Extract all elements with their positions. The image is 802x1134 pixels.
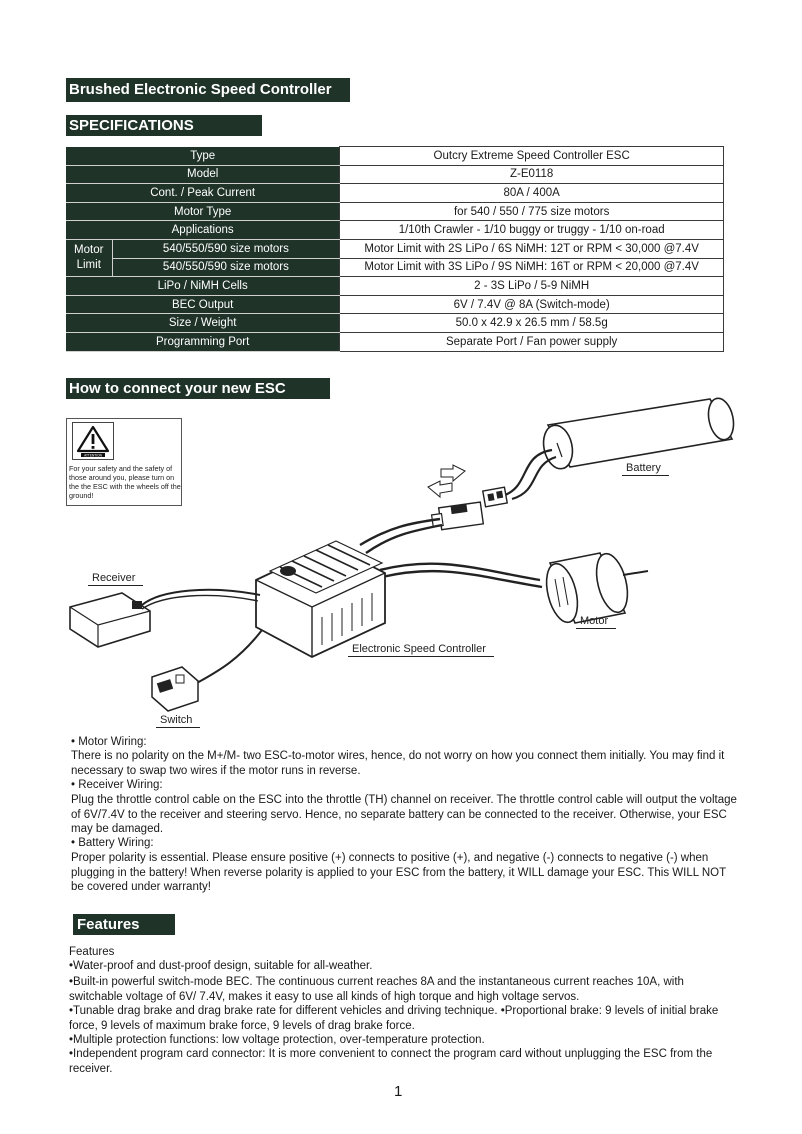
spec-value: 6V / 7.4V @ 8A (Switch-mode) [339, 294, 724, 315]
spec-value: Motor Limit with 2S LiPo / 6S NiMH: 12T … [339, 238, 724, 259]
specifications-table: Type Outcry Extreme Speed Controller ESC… [66, 146, 724, 352]
table-row: Model Z-E0118 [66, 164, 724, 185]
motor-limit-label-line2: Limit [76, 259, 101, 272]
spec-label: Programming Port [66, 332, 340, 352]
receiver-wiring-title: • Receiver Wiring: [71, 779, 163, 791]
specifications-heading: SPECIFICATIONS [66, 115, 262, 136]
connect-arrows [427, 464, 466, 499]
spec-label: 540/550/590 size motors [112, 258, 340, 278]
motor-limit-label-line1: Motor [74, 244, 104, 257]
table-row: Size / Weight 50.0 x 42.9 x 26.5 mm / 58… [66, 313, 724, 333]
page-number: 1 [394, 1083, 403, 1100]
esc-wiring-diagram [69, 397, 735, 712]
table-row: Applications 1/10th Crawler - 1/10 buggy… [66, 220, 724, 240]
safety-warning-box: ATTENTION For your safety and the safety… [66, 418, 182, 506]
spec-value: 50.0 x 42.9 x 26.5 mm / 58.5g [339, 313, 724, 333]
spec-label: Size / Weight [66, 313, 340, 333]
connect-heading: How to connect your new ESC [66, 378, 330, 399]
spec-label: Cont. / Peak Current [66, 183, 340, 203]
feature-item: •Built-in powerful switch-mode BEC. The … [69, 976, 684, 1003]
feature-item: •Multiple protection functions: low volt… [69, 1034, 485, 1046]
safety-warning-text: For your safety and the safety of those … [69, 464, 181, 500]
motor-label: Motor [576, 615, 617, 629]
table-row: LiPo / NiMH Cells 2 - 3S LiPo / 5-9 NiMH [66, 276, 724, 296]
motor-wiring-title: • Motor Wiring: [71, 736, 147, 748]
esc-illustration [255, 540, 386, 659]
battery-illustration [542, 397, 735, 470]
feature-item: •Tunable drag brake and drag brake rate … [69, 1005, 719, 1032]
table-row: Motor Limit 540/550/590 size motors Moto… [66, 238, 724, 278]
warning-triangle-icon: ATTENTION [76, 425, 110, 457]
spec-value: 2 - 3S LiPo / 5-9 NiMH [339, 276, 724, 296]
feature-item: •Independent program card connector: It … [69, 1048, 713, 1075]
table-row: Programming Port Separate Port / Fan pow… [66, 331, 724, 352]
table-row: 540/550/590 size motors Motor Limit with… [66, 257, 724, 278]
feature-item: •Water-proof and dust-proof design, suit… [69, 960, 373, 972]
motor-limit-group-label: Motor Limit [66, 239, 113, 278]
receiver-label: Receiver [88, 572, 144, 586]
battery-wiring-title: • Battery Wiring: [71, 837, 154, 849]
spec-value: Z-E0118 [339, 164, 724, 185]
features-banner: Features [73, 914, 175, 935]
battery-label: Battery [622, 462, 669, 476]
battery-connector [481, 486, 509, 508]
spec-label: Model [66, 165, 340, 185]
warning-icon-frame: ATTENTION [72, 422, 114, 460]
receiver-wiring-body: Plug the throttle control cable on the E… [71, 794, 737, 835]
spec-label: Applications [66, 220, 340, 240]
spec-value: Outcry Extreme Speed Controller ESC [339, 146, 724, 166]
switch-illustration [151, 666, 199, 712]
table-row: Type Outcry Extreme Speed Controller ESC [66, 146, 724, 166]
spec-label: 540/550/590 size motors [112, 239, 340, 259]
table-row: BEC Output 6V / 7.4V @ 8A (Switch-mode) [66, 294, 724, 315]
battery-wiring-body: Proper polarity is essential. Please ens… [71, 852, 726, 893]
warning-icon-caption: ATTENTION [84, 453, 103, 457]
spec-value: Motor Limit with 3S LiPo / 9S NiMH: 16T … [339, 257, 724, 278]
spec-label: LiPo / NiMH Cells [66, 276, 340, 296]
table-row: Cont. / Peak Current 80A / 400A [66, 183, 724, 203]
esc-label: Electronic Speed Controller [348, 643, 494, 657]
motor-illustration [545, 552, 649, 624]
switch-label: Switch [156, 714, 201, 728]
spec-value: Separate Port / Fan power supply [339, 331, 724, 352]
receiver-illustration [69, 592, 151, 648]
spec-value: for 540 / 550 / 775 size motors [339, 201, 724, 222]
spec-label: BEC Output [66, 295, 340, 315]
document-title: Brushed Electronic Speed Controller [66, 78, 350, 102]
spec-label: Motor Type [66, 202, 340, 222]
table-row: Motor Type for 540 / 550 / 775 size moto… [66, 201, 724, 222]
spec-value: 1/10th Crawler - 1/10 buggy or truggy - … [339, 220, 724, 240]
features-heading: Features [69, 946, 115, 958]
motor-wiring-body: There is no polarity on the M+/M- two ES… [71, 750, 725, 777]
spec-value: 80A / 400A [339, 183, 724, 203]
spec-label: Type [66, 146, 340, 166]
